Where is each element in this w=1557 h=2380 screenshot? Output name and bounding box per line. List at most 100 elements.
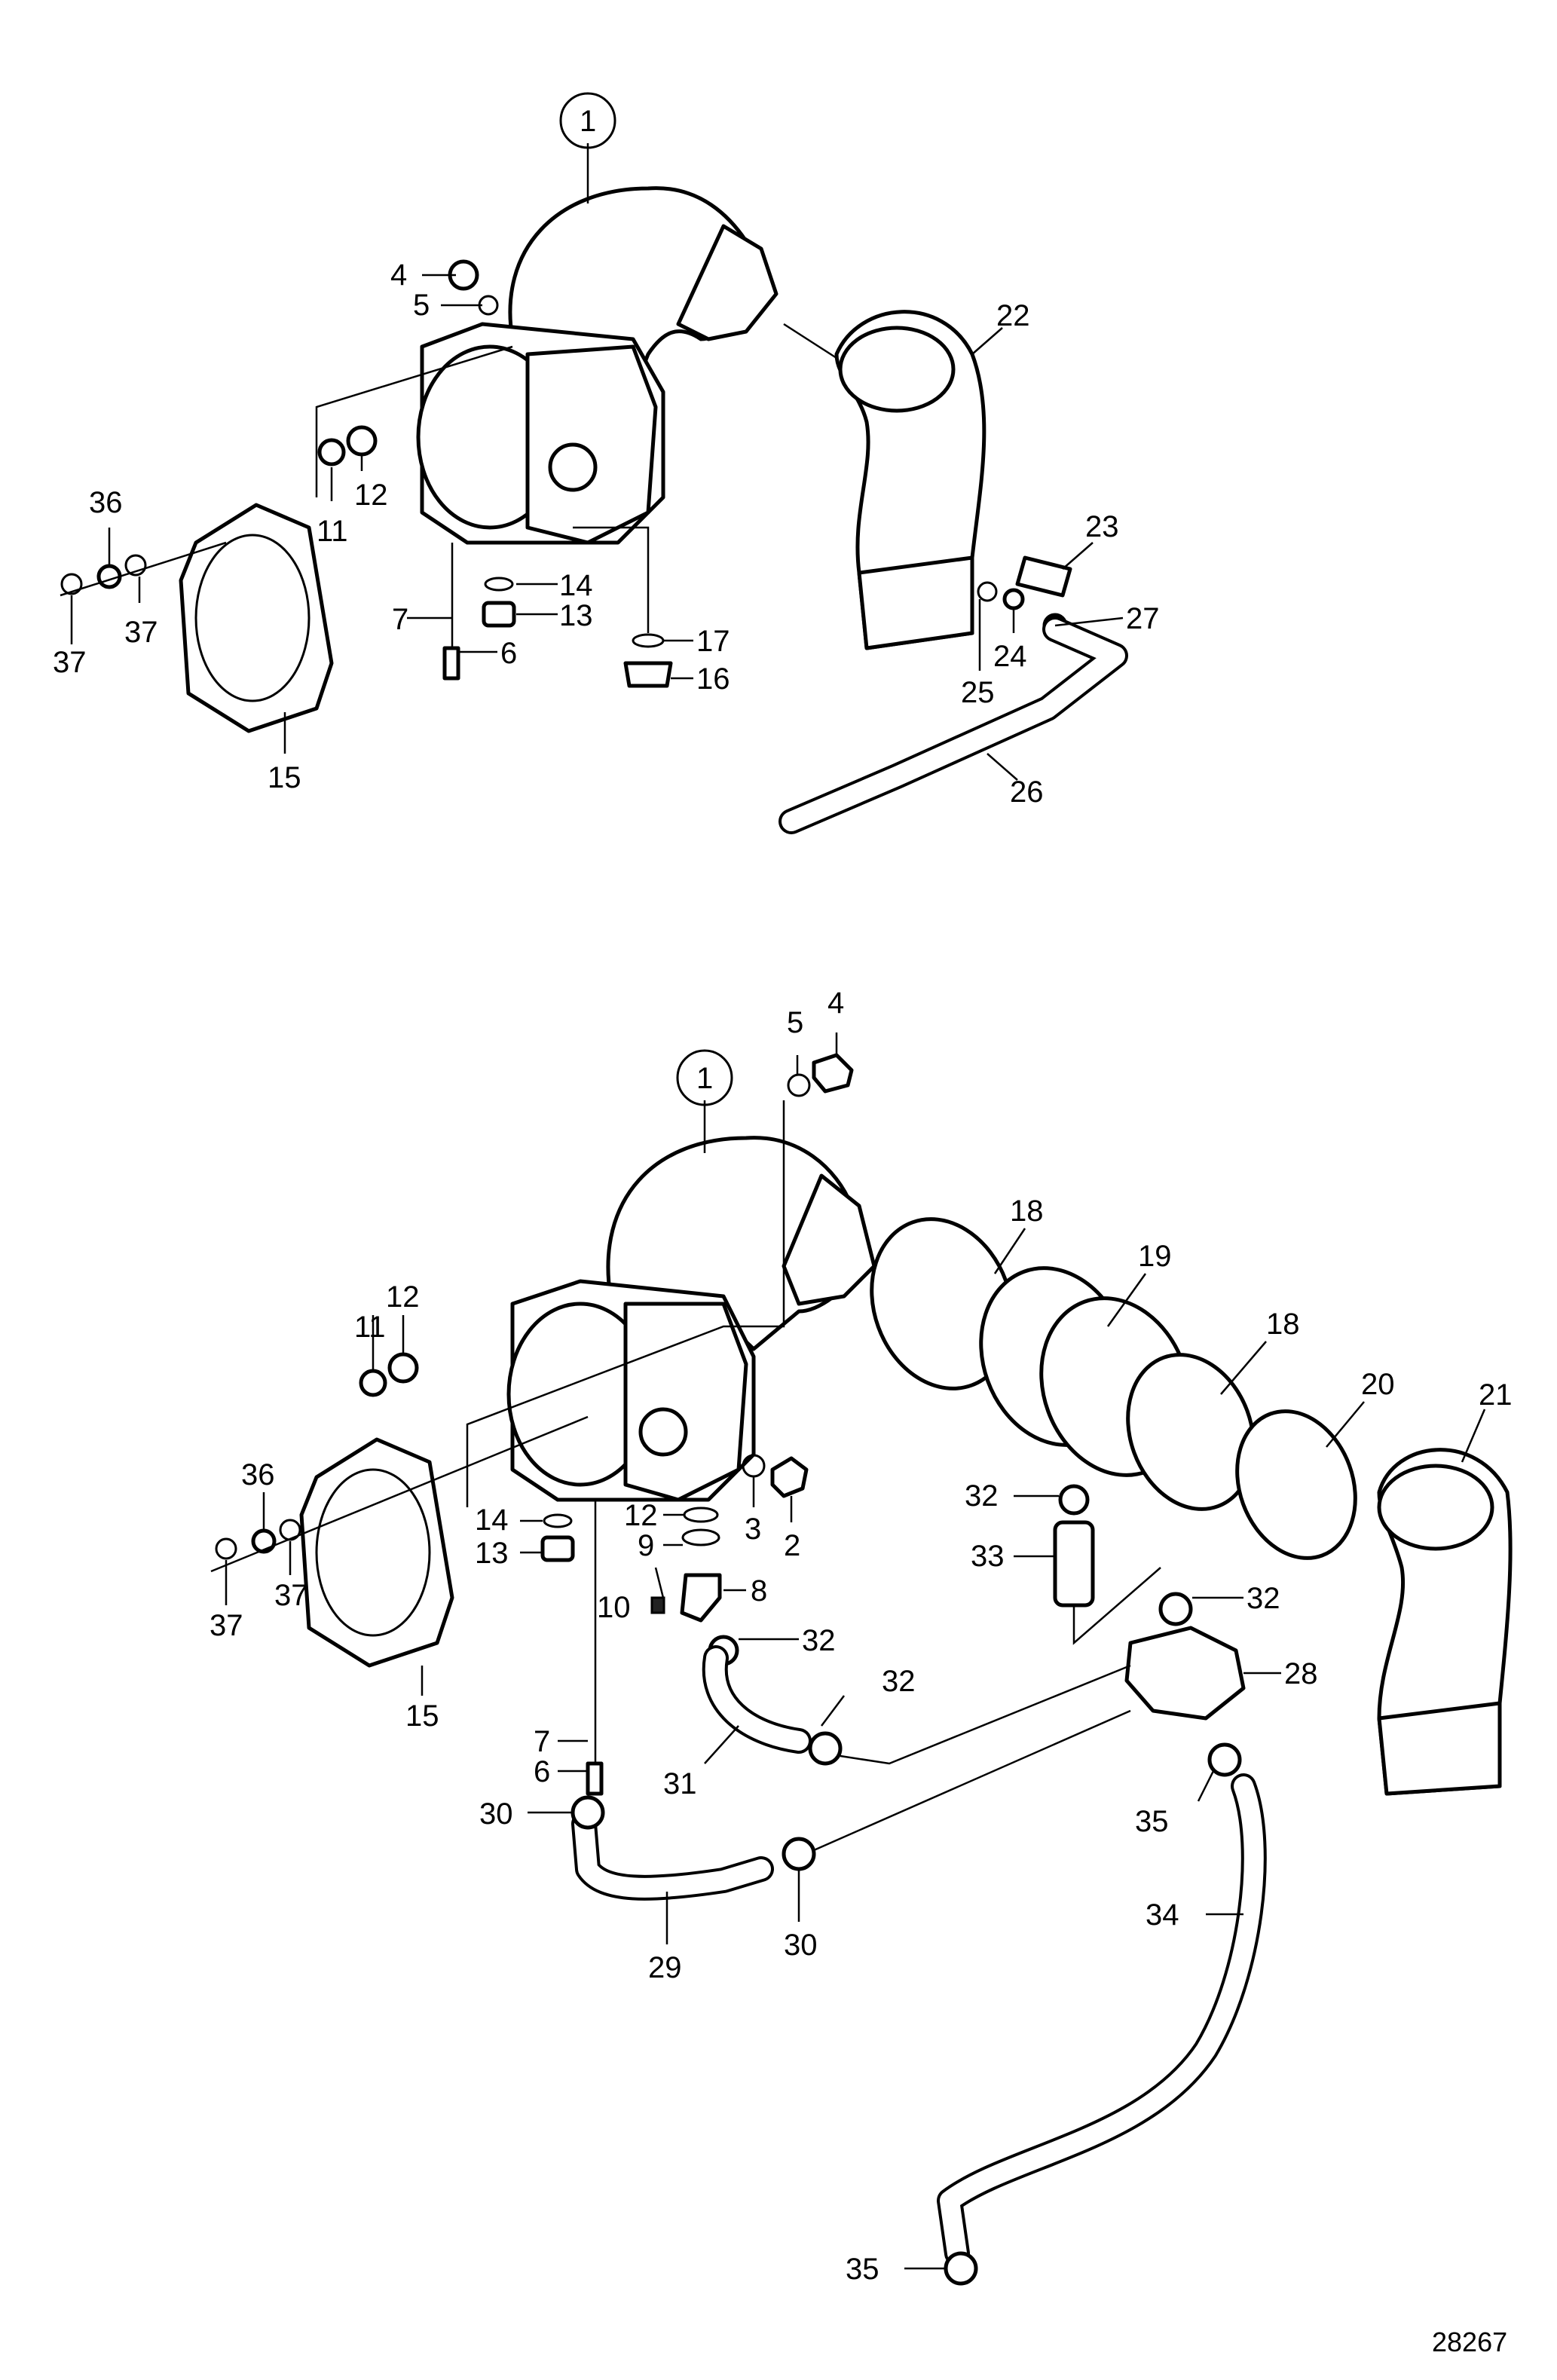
lower-gasket-hole	[315, 1468, 431, 1637]
upper-callout-14: 14	[559, 569, 593, 602]
lower-clamp-35a	[1207, 1742, 1242, 1777]
lower-plug-11	[359, 1369, 387, 1397]
lower-bellows	[870, 1217, 1357, 1560]
lower-callout-9: 9	[638, 1529, 654, 1562]
lower-plug-2	[770, 1456, 809, 1498]
upper-housing-boss	[548, 442, 598, 492]
lower-washer-5	[787, 1073, 811, 1097]
lower-pipe-mouth	[1377, 1464, 1494, 1551]
upper-callout-16: 16	[696, 662, 730, 696]
upper-sensor-23	[1015, 555, 1072, 598]
lower-callout-12-top: 12	[386, 1280, 420, 1314]
upper-washer-25	[977, 581, 998, 602]
lower-pipe-cuff	[1377, 1701, 1502, 1796]
lower-leader-lines	[210, 1032, 1486, 2270]
lower-callout-33: 33	[971, 1540, 1005, 1573]
lower-callout-10: 10	[597, 1591, 631, 1624]
lower-callout-30-bottom: 30	[784, 1929, 818, 1962]
lower-callout-3: 3	[745, 1513, 761, 1546]
lower-nipple-6	[586, 1761, 604, 1796]
lower-callout-32-a: 32	[965, 1479, 999, 1513]
lower-callout-37-left: 37	[210, 1609, 243, 1642]
upper-ring-37b	[124, 554, 147, 577]
upper-washer-17	[632, 633, 665, 648]
upper-callout-27: 27	[1126, 602, 1160, 635]
upper-ring-12	[346, 425, 378, 457]
lower-callout-30-left: 30	[479, 1797, 513, 1831]
lower-washer-3	[742, 1454, 766, 1478]
upper-callout-15: 15	[268, 761, 301, 794]
upper-callouts: 1 4 5 11 12 36 37 37 14 7 13 6 15 17 16 …	[53, 105, 1160, 809]
lower-gasket-9	[681, 1528, 720, 1546]
upper-pipe-cuff	[857, 555, 974, 650]
lower-callout-19: 19	[1138, 1240, 1172, 1273]
upper-plug-16	[623, 661, 673, 688]
lower-clamp-35b	[944, 2251, 978, 2286]
lower-callout-35-top: 35	[1135, 1805, 1169, 1838]
lower-clamp-32d	[808, 1731, 843, 1766]
lower-callout-18-right: 18	[1266, 1308, 1300, 1341]
lower-plug-13	[540, 1535, 575, 1562]
lower-callout-35-bottom: 35	[846, 2253, 879, 2286]
lower-callout-32-c: 32	[802, 1624, 836, 1657]
figure-number: 28267	[1432, 2326, 1507, 2357]
upper-nipple-6	[442, 646, 460, 681]
upper-callout-11: 11	[317, 515, 348, 548]
upper-callout-36: 36	[89, 486, 123, 519]
lower-callout-15: 15	[405, 1699, 439, 1733]
lower-washer-12b	[683, 1507, 719, 1523]
upper-housing-side	[525, 344, 658, 545]
upper-ring-37a	[60, 573, 83, 595]
lower-callout-31: 31	[663, 1767, 697, 1800]
lower-ring-37a	[215, 1537, 237, 1560]
lower-washer-14	[543, 1513, 573, 1528]
upper-plug-13	[482, 601, 516, 628]
upper-callout-37-right: 37	[124, 616, 158, 649]
upper-callout-17: 17	[696, 625, 730, 658]
lower-callout-1-circle	[676, 1049, 733, 1106]
lower-callout-12-mid: 12	[624, 1499, 658, 1532]
lower-housing-boss	[638, 1407, 688, 1457]
lower-filter-33	[1053, 1520, 1095, 1608]
lower-callout-7: 7	[534, 1725, 550, 1758]
upper-callout-24: 24	[993, 640, 1027, 673]
lower-callouts: 1 5 4 18 19 18 20 21 12 11 36 37 37 14 1…	[210, 987, 1513, 2286]
upper-callout-25: 25	[961, 676, 995, 709]
lower-callout-36: 36	[241, 1458, 275, 1491]
upper-callout-37-left: 37	[53, 646, 87, 679]
lower-callout-4: 4	[827, 987, 844, 1020]
lower-callout-11: 11	[354, 1311, 386, 1344]
lower-bolt-10	[650, 1596, 665, 1614]
upper-callout-26: 26	[1010, 775, 1044, 809]
lower-callout-14: 14	[475, 1504, 509, 1537]
upper-callout-1: 1	[580, 105, 596, 138]
upper-callout-4: 4	[390, 258, 407, 292]
lower-callout-2: 2	[784, 1529, 800, 1562]
upper-pipe-mouth	[838, 326, 956, 413]
lower-clamp-30b	[782, 1837, 816, 1871]
upper-callout-13: 13	[559, 599, 593, 632]
lower-assembly	[210, 1032, 1513, 2286]
lower-callout-29: 29	[648, 1951, 682, 1984]
lower-callout-5: 5	[787, 1006, 803, 1039]
lower-valve-28	[1124, 1626, 1246, 1721]
lower-ring-12	[387, 1352, 419, 1384]
upper-callout-23: 23	[1085, 510, 1119, 543]
lower-callout-37-right: 37	[274, 1579, 308, 1612]
upper-plug-11	[317, 438, 346, 467]
lower-callout-28: 28	[1284, 1657, 1318, 1690]
lower-fitting-36	[251, 1528, 277, 1554]
lower-callout-13: 13	[475, 1537, 509, 1570]
upper-callout-1-circle	[559, 92, 616, 149]
lower-callout-6: 6	[534, 1755, 550, 1788]
lower-plug-4	[812, 1053, 854, 1094]
lower-callout-8: 8	[751, 1574, 767, 1608]
upper-nipple-24	[1002, 588, 1025, 610]
upper-assembly	[60, 92, 1128, 834]
lower-callout-20: 20	[1361, 1368, 1395, 1401]
lower-callout-21: 21	[1479, 1378, 1513, 1412]
upper-leader-lines	[60, 143, 1124, 781]
lower-housing-side	[623, 1302, 748, 1502]
lower-callout-1: 1	[696, 1062, 713, 1095]
lower-elbow-8	[680, 1573, 722, 1623]
